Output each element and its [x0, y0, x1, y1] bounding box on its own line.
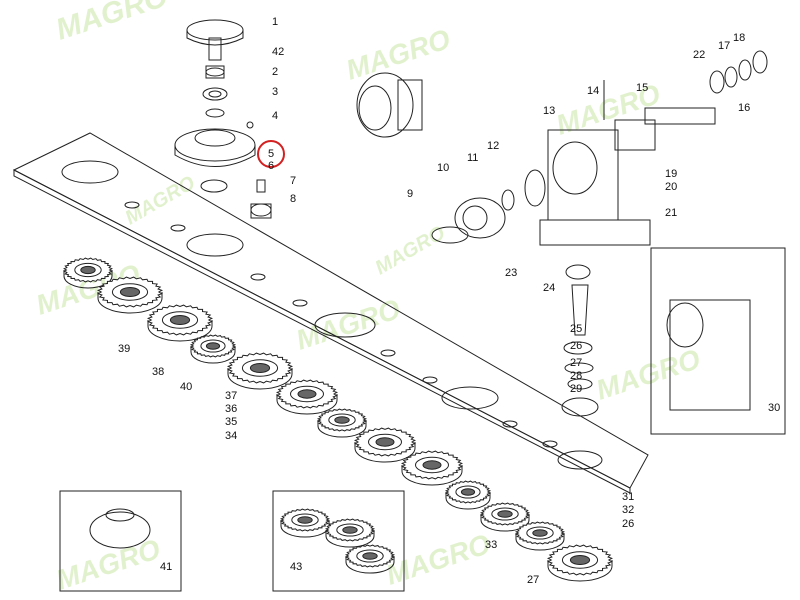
callout-36: 36: [225, 403, 237, 415]
callout-29: 29: [570, 383, 582, 395]
callout-16: 16: [738, 102, 750, 114]
callout-12: 12: [487, 140, 499, 152]
watermark-text: MAGRO: [372, 222, 450, 280]
callout-26: 26: [570, 340, 582, 352]
callout-18: 18: [733, 32, 745, 44]
inset-31: [650, 247, 786, 435]
callout-25: 25: [570, 323, 582, 335]
cutter-bar-plate: [12, 132, 649, 494]
callout-28: 28: [570, 370, 582, 382]
callout-9: 9: [407, 188, 413, 200]
gear: [96, 276, 164, 314]
callout-35: 35: [225, 416, 237, 428]
watermark-text: MAGRO: [52, 0, 172, 47]
gear: [514, 521, 566, 551]
callout-43: 43: [290, 561, 302, 573]
gear: [353, 427, 417, 463]
gear: [479, 502, 531, 532]
gear: [344, 544, 396, 574]
callout-6: 6: [268, 160, 274, 172]
plate-hole: [422, 376, 438, 384]
gear: [275, 379, 339, 415]
watermark-text: MAGRO: [292, 293, 404, 356]
callout-27: 27: [570, 357, 582, 369]
callout-10: 10: [437, 162, 449, 174]
callout-42: 42: [272, 46, 284, 58]
callout-41: 41: [160, 561, 172, 573]
plate-cutout: [314, 312, 376, 338]
callout-23: 23: [505, 267, 517, 279]
callout-8: 8: [290, 193, 296, 205]
gear: [226, 352, 294, 390]
callout-20: 20: [665, 181, 677, 193]
plate-cutout: [186, 233, 244, 257]
callout-34: 34: [225, 430, 237, 442]
callout-24: 24: [543, 282, 555, 294]
callout-11: 11: [467, 152, 478, 164]
gear: [189, 334, 237, 364]
callout-32: 32: [622, 504, 634, 516]
watermark-text: MAGRO: [122, 172, 200, 230]
gear: [279, 508, 331, 538]
callout-40: 40: [180, 381, 192, 393]
hub-assembly: [174, 19, 272, 219]
plate-hole: [542, 440, 558, 448]
plate-hole: [380, 349, 396, 357]
plate-hole: [124, 201, 140, 209]
gear: [546, 544, 614, 582]
gear: [324, 518, 376, 548]
callout-33: 33: [485, 539, 497, 551]
callout-22: 22: [693, 49, 705, 61]
callout-38: 38: [152, 366, 164, 378]
callout-39: 39: [118, 343, 130, 355]
callout-13: 13: [543, 105, 555, 117]
callout-31: 31: [622, 491, 634, 503]
inset-34: [272, 490, 405, 592]
inset-43: [59, 490, 182, 592]
plate-hole: [170, 224, 186, 232]
gear-train: [63, 257, 614, 582]
gear: [316, 408, 368, 438]
callout-1: 1: [272, 16, 278, 28]
callout-3: 3: [272, 86, 278, 98]
callout-14: 14: [587, 85, 599, 97]
gear: [444, 480, 492, 510]
plate-hole: [292, 299, 308, 307]
plate-cutout: [441, 386, 499, 410]
callout-15: 15: [636, 82, 648, 94]
gear: [146, 304, 214, 342]
highlight-ring: [257, 140, 285, 168]
watermark-text: MAGRO: [52, 533, 164, 596]
gearbox-assembly: [356, 50, 768, 417]
gear: [63, 257, 113, 289]
watermark-text: MAGRO: [382, 528, 494, 591]
callout-19: 19: [665, 168, 677, 180]
callout-17: 17: [718, 40, 730, 52]
callout-21: 21: [665, 207, 677, 219]
callout-4: 4: [272, 110, 278, 122]
plate-hole: [250, 273, 266, 281]
plate-hole: [502, 420, 518, 428]
plate-cutout: [61, 160, 119, 184]
callout-26: 26: [622, 518, 634, 530]
watermark-text: MAGRO: [592, 343, 704, 406]
plate-cutout: [557, 450, 603, 470]
gear: [400, 450, 464, 486]
callout-27: 27: [527, 574, 539, 586]
callout-37: 37: [225, 390, 237, 402]
callout-2: 2: [272, 66, 278, 78]
callout-7: 7: [290, 175, 296, 187]
callout-5: 5: [268, 148, 274, 160]
callout-30: 30: [768, 402, 780, 414]
